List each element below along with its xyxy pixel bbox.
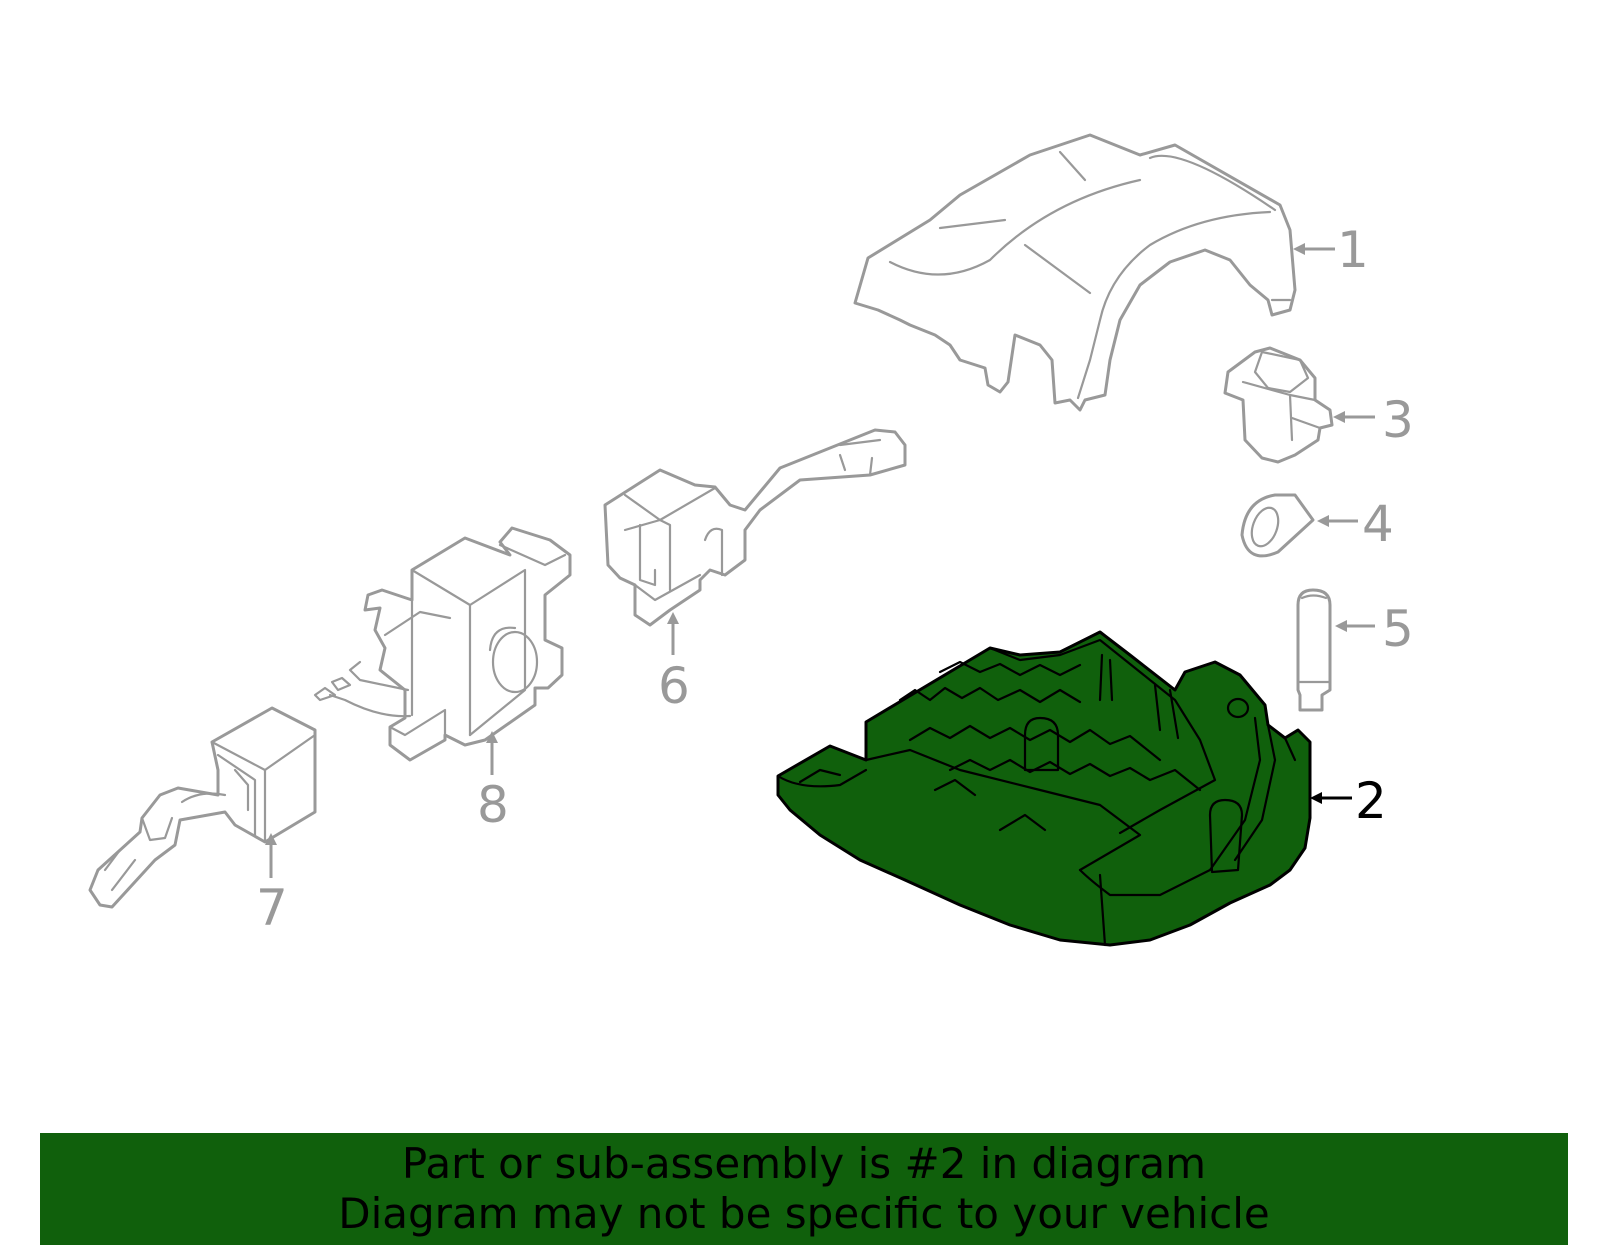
leader-5: [1335, 620, 1375, 632]
leader-8: [486, 731, 498, 775]
leader-1: [1293, 243, 1335, 255]
callout-5: 5: [1382, 600, 1414, 658]
leader-2: [1310, 792, 1352, 804]
leader-6: [667, 612, 679, 655]
part-7-turn-switch[interactable]: [88, 706, 317, 909]
part-4-ring[interactable]: [1240, 493, 1315, 558]
callout-4: 4: [1362, 495, 1394, 553]
part-8-clock-spring[interactable]: [313, 526, 572, 762]
leader-3: [1333, 411, 1375, 423]
part-5-bulb[interactable]: [1296, 588, 1332, 712]
part-2-lower-column-cover[interactable]: [776, 630, 1312, 947]
banner-line-2: Diagram may not be specific to your vehi…: [338, 1189, 1270, 1238]
callout-2: 2: [1355, 772, 1387, 830]
leader-7: [265, 833, 277, 878]
info-banner: Part or sub-assembly is #2 in diagram Di…: [40, 1133, 1568, 1245]
callout-6: 6: [658, 657, 690, 715]
part-3-lock-housing[interactable]: [1223, 346, 1334, 464]
callout-1: 1: [1337, 221, 1369, 279]
leader-4: [1317, 515, 1358, 527]
part-1-upper-column-cover[interactable]: [853, 133, 1297, 412]
part-6-combination-switch[interactable]: [603, 428, 907, 627]
banner-line-1: Part or sub-assembly is #2 in diagram: [401, 1139, 1207, 1188]
callout-7: 7: [256, 879, 288, 937]
callout-8: 8: [477, 776, 509, 834]
callout-3: 3: [1382, 391, 1414, 449]
